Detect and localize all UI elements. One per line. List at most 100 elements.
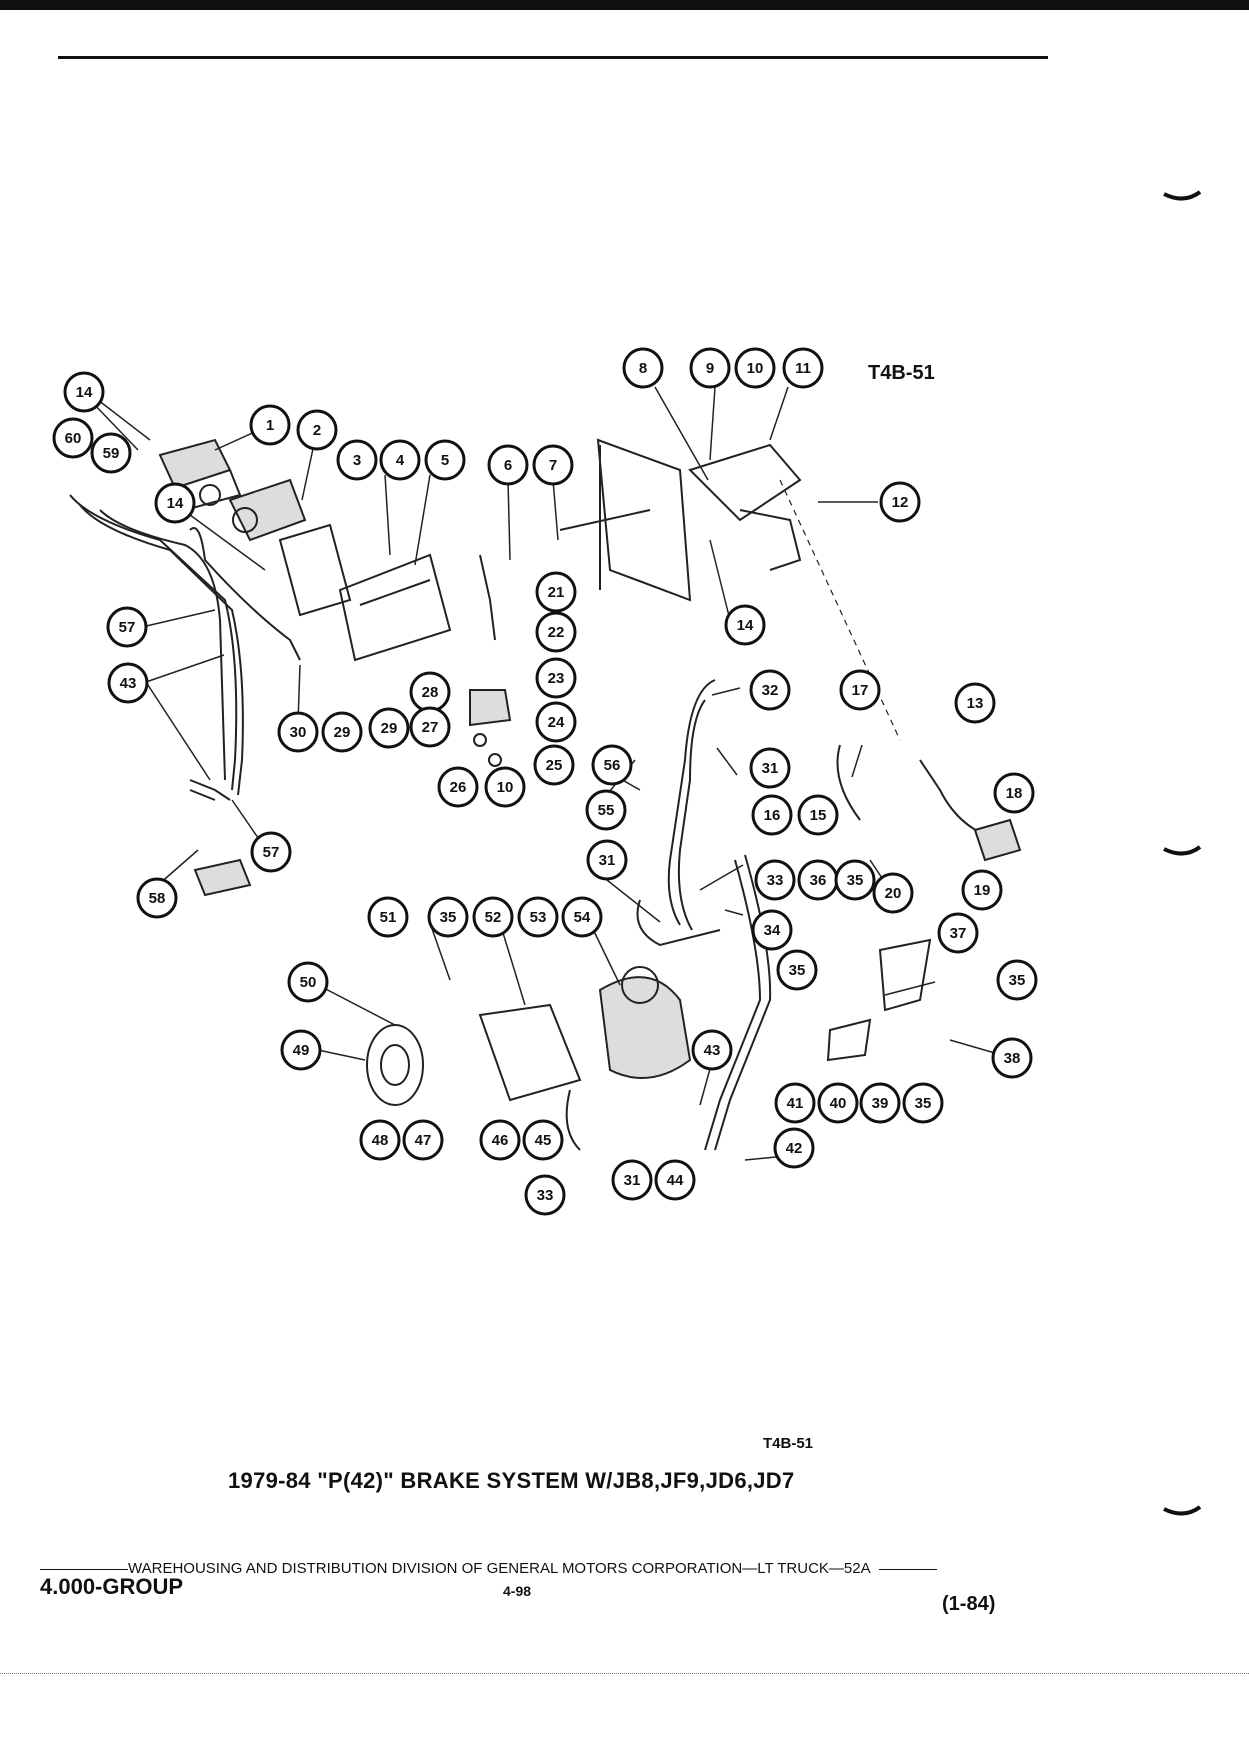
callout-31: 31: [586, 839, 628, 881]
callout-number: 26: [450, 779, 467, 796]
callout-number: 10: [497, 779, 514, 796]
callout-number: 21: [548, 584, 565, 601]
callout-circle: [691, 1029, 733, 1071]
brake-lines-illustration: [69, 494, 301, 801]
callout-24: 24: [535, 701, 577, 743]
callout-25: 25: [533, 744, 575, 786]
callout-circle: [472, 896, 514, 938]
callout-57: 57: [250, 831, 292, 873]
callout-circle: [249, 404, 291, 446]
callout-38: 38: [991, 1037, 1033, 1079]
callout-number: 27: [422, 719, 439, 736]
callout-circle: [774, 1082, 816, 1124]
callout-number: 44: [667, 1172, 684, 1189]
callout-12: 12: [879, 481, 921, 523]
callout-circle: [517, 896, 559, 938]
callout-50: 50: [287, 961, 329, 1003]
callout-number: 29: [381, 720, 398, 737]
callout-circle: [402, 1119, 444, 1161]
callout-circle: [409, 706, 451, 748]
callout-number: 17: [852, 682, 869, 699]
callout-circle: [754, 859, 796, 901]
callout-circle: [751, 909, 793, 951]
callout-42: 42: [773, 1127, 815, 1169]
binder-hole-mark: [1163, 845, 1202, 856]
callout-35: 35: [427, 896, 469, 938]
callout-number: 10: [747, 360, 764, 377]
booster-pushrod-illustration: [469, 554, 512, 767]
callout-number: 58: [149, 890, 166, 907]
callout-circle: [437, 766, 479, 808]
callout-number: 20: [885, 885, 902, 902]
callout-number: 15: [810, 807, 827, 824]
callout-number: 43: [704, 1042, 721, 1059]
callout-circle: [751, 794, 793, 836]
pump-illustration: [366, 966, 692, 1151]
callout-number: 38: [1004, 1050, 1021, 1067]
callout-15: 15: [797, 794, 839, 836]
footer-division-line: WAREHOUSING AND DISTRIBUTION DIVISION OF…: [40, 1560, 937, 1577]
callout-58: 58: [136, 877, 178, 919]
callout-33: 33: [524, 1174, 566, 1216]
callout-number: 40: [830, 1095, 847, 1112]
callout-circle: [277, 711, 319, 753]
callout-number: 50: [300, 974, 317, 991]
callout-circle: [622, 347, 664, 389]
callout-26: 26: [437, 766, 479, 808]
callout-number: 54: [574, 909, 591, 926]
figure-code: T4B-51: [868, 362, 935, 384]
callout-number: 53: [530, 909, 547, 926]
callout-circle: [535, 701, 577, 743]
callout-circle: [522, 1119, 564, 1161]
callout-5: 5: [424, 439, 466, 481]
footer-dash-left: [40, 1568, 128, 1570]
callout-number: 11: [795, 360, 811, 377]
callout-13: 13: [954, 682, 996, 724]
callout-14: 14: [154, 482, 196, 524]
callout-28: 28: [409, 671, 451, 713]
callout-8: 8: [622, 347, 664, 389]
callout-circle: [797, 794, 839, 836]
callout-circle: [106, 606, 148, 648]
page-number: 4-98: [503, 1583, 532, 1599]
callout-45: 45: [522, 1119, 564, 1161]
footer-dash-right: [878, 1568, 937, 1570]
callout-circle: [368, 707, 410, 749]
master-cylinder-illustration: [158, 438, 307, 542]
callout-number: 5: [441, 452, 449, 469]
callout-51: 51: [367, 896, 409, 938]
callout-number: 31: [762, 760, 779, 777]
callout-number: 16: [764, 807, 781, 824]
callout-number: 31: [624, 1172, 641, 1189]
callout-number: 46: [492, 1132, 509, 1149]
binder-hole-mark: [1163, 1505, 1202, 1516]
callout-number: 29: [334, 724, 351, 741]
callout-number: 34: [764, 922, 781, 939]
callout-29: 29: [368, 707, 410, 749]
callout-number: 24: [548, 714, 565, 731]
callout-circle: [296, 409, 338, 451]
callout-46: 46: [479, 1119, 521, 1161]
callout-40: 40: [817, 1082, 859, 1124]
callout-17: 17: [839, 669, 881, 711]
callout-3: 3: [336, 439, 378, 481]
callout-number: 14: [76, 384, 93, 401]
callout-4: 4: [379, 439, 421, 481]
date-code: (1-84): [942, 1593, 996, 1615]
callout-circle: [107, 662, 149, 704]
callout-number: 60: [65, 430, 82, 447]
callout-number: 33: [537, 1187, 554, 1204]
callout-circle: [52, 417, 94, 459]
callout-37: 37: [937, 912, 979, 954]
callout-35: 35: [834, 859, 876, 901]
callout-number: 35: [915, 1095, 932, 1112]
callout-circle: [484, 766, 526, 808]
callout-circle: [996, 959, 1038, 1001]
callout-number: 12: [892, 494, 909, 511]
callout-44: 44: [654, 1159, 696, 1201]
callout-number: 19: [974, 882, 991, 899]
callout-circle: [90, 432, 132, 474]
callout-number: 28: [422, 684, 439, 701]
